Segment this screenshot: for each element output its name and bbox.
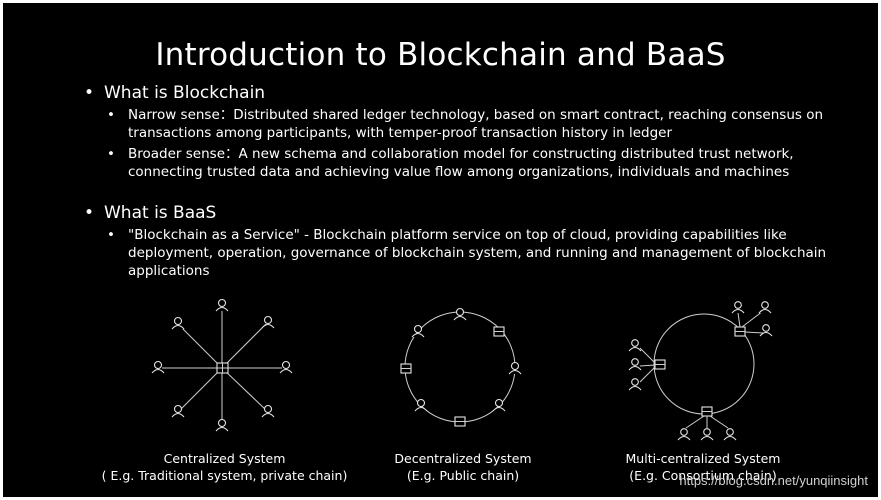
user-icon [508, 361, 522, 375]
centralized-caption: Centralized System ( E.g. Traditional sy… [101, 451, 348, 483]
user-icon [279, 360, 293, 374]
user-icon [628, 358, 642, 371]
bullet-dot: • [84, 83, 95, 103]
slide-title: Introduction to Blockchain and BaaS [155, 37, 726, 73]
server-node-icon [654, 359, 666, 370]
multi-centralized-caption: Multi-centralized System (E.g. Consortiu… [625, 451, 781, 483]
user-icon [700, 428, 714, 441]
presentation-slide: Introduction to Blockchain and BaaS • Wh… [3, 3, 878, 497]
decentralized-system-diagram [400, 307, 522, 427]
user-icon [492, 398, 506, 412]
user-icon [261, 315, 275, 329]
bullet-dot: • [107, 227, 115, 243]
user-icon [723, 428, 737, 441]
server-node-icon [493, 326, 505, 337]
user-icon [453, 307, 467, 321]
user-icon [151, 360, 165, 374]
bullet-dot: • [107, 107, 115, 123]
user-icon [411, 324, 425, 338]
user-icon [677, 428, 691, 441]
user-icon [171, 404, 185, 418]
user-icon [758, 301, 772, 314]
user-icon [628, 339, 642, 352]
watermark-url: https://blog.csdn.net/yunqiinsight [679, 473, 868, 488]
user-icon [414, 398, 428, 412]
user-icon [215, 418, 229, 432]
user-icon [261, 404, 275, 418]
user-icon [215, 298, 229, 312]
user-icon [759, 324, 773, 337]
bullet-dot: • [107, 146, 115, 162]
multi-centralized-system-diagram [628, 301, 773, 441]
spokes [162, 308, 282, 428]
user-icon [171, 316, 185, 330]
server-node-icon [400, 363, 412, 374]
bullet-dot: • [84, 203, 95, 223]
user-icon [731, 301, 745, 314]
server-node-icon [701, 406, 713, 417]
server-node-icon [216, 362, 229, 374]
server-node-icon [734, 326, 746, 337]
server-node-icon [454, 416, 466, 427]
centralized-system-diagram [151, 298, 293, 432]
user-icon [628, 378, 642, 391]
decentralized-caption: Decentralized System (E.g. Public chain) [394, 451, 532, 483]
